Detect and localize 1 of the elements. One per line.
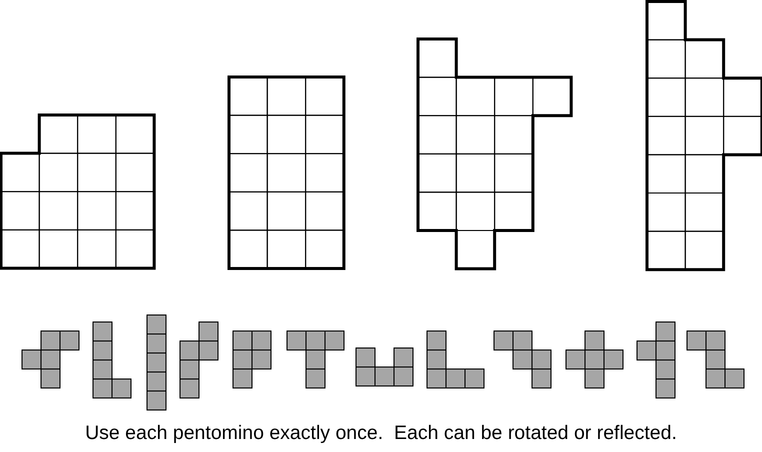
caption: Use each pentomino exactly once. Each can be rotated or reflected. [84,422,678,445]
